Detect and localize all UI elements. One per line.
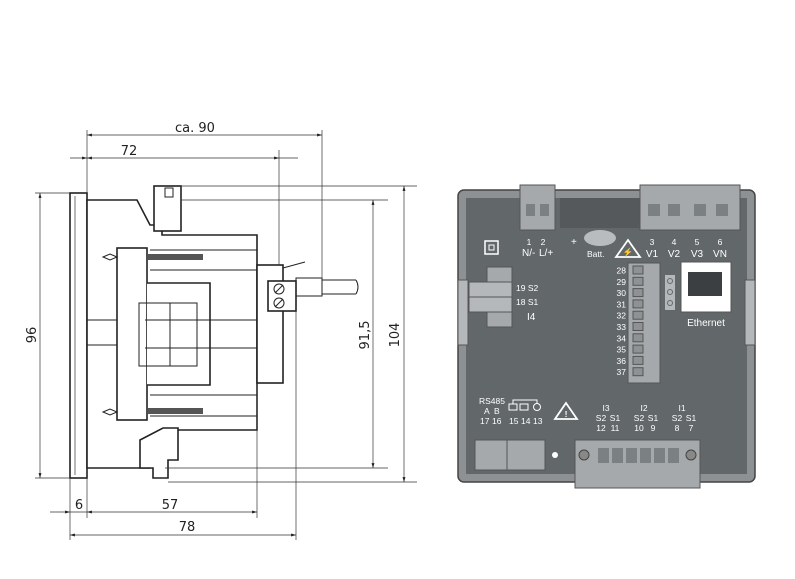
digital-pin-slot bbox=[632, 344, 644, 354]
double-insulation-icon bbox=[484, 240, 499, 255]
terminal-14: 14 bbox=[521, 416, 531, 426]
digital-pin-label: 34 bbox=[617, 333, 627, 343]
terminal-2-num: 2 bbox=[541, 237, 546, 247]
relay-symbol-icon bbox=[508, 399, 541, 411]
dim-height-104: 104 bbox=[388, 323, 403, 348]
mounting-clamp bbox=[116, 247, 148, 421]
digital-pin-label: 33 bbox=[617, 322, 627, 332]
terminal-1-num: 1 bbox=[527, 237, 532, 247]
dim-depth-72: 72 bbox=[121, 144, 138, 159]
digital-pin-slot bbox=[632, 276, 644, 286]
terminal-5-num: 5 bbox=[695, 237, 700, 247]
battery-label: Batt. bbox=[587, 249, 604, 259]
svg-text:⚡: ⚡ bbox=[623, 247, 634, 258]
warning-icon: ⚡ bbox=[614, 238, 642, 258]
digital-pin-label: 28 bbox=[617, 266, 627, 276]
vn-label: VN bbox=[713, 249, 727, 260]
terminal-3-num: 3 bbox=[650, 237, 655, 247]
cable bbox=[322, 279, 359, 295]
s1-label: S1 bbox=[648, 413, 659, 423]
rear-view: 1 2 N/- L/+ + Batt. ⚡ 3 4 5 6 V1 V2 V3 V… bbox=[457, 184, 756, 489]
ethernet-label: Ethernet bbox=[687, 318, 725, 329]
v3-label: V3 bbox=[691, 249, 704, 260]
dim-height-96: 96 bbox=[25, 327, 40, 344]
dim-overall-depth: ca. 90 bbox=[175, 121, 215, 136]
cable-ferrule bbox=[295, 277, 323, 297]
terminal-13: 13 bbox=[533, 416, 543, 426]
dim-height-91-5: 91,5 bbox=[358, 321, 373, 350]
current-input-label: I3 bbox=[602, 403, 609, 413]
i4-label: I4 bbox=[527, 312, 536, 323]
terminal-4-num: 4 bbox=[672, 237, 677, 247]
terminal-num: 7 bbox=[689, 423, 694, 433]
terminal-num: 9 bbox=[651, 423, 656, 433]
supply-terminal bbox=[519, 184, 556, 231]
s1-label: S1 bbox=[610, 413, 621, 423]
s2-label: S2 bbox=[634, 413, 645, 423]
terminal-num: 11 bbox=[611, 423, 620, 433]
screw-bottom bbox=[148, 408, 203, 414]
i4-s2-label: 19 S2 bbox=[516, 283, 538, 293]
bottom-plug bbox=[139, 427, 179, 479]
digital-pin-label: 31 bbox=[617, 299, 627, 309]
rs485-a: A bbox=[484, 406, 490, 416]
top-plug bbox=[153, 185, 182, 232]
digital-pin-slot bbox=[632, 265, 644, 275]
rs485-b: B bbox=[494, 406, 500, 416]
comm-terminal bbox=[474, 439, 546, 471]
terminal-15: 15 bbox=[509, 416, 519, 426]
terminal-6-num: 6 bbox=[718, 237, 723, 247]
digital-pin-label: 29 bbox=[617, 277, 627, 287]
current-input-label: I1 bbox=[678, 403, 685, 413]
dim-body-57: 57 bbox=[162, 498, 179, 513]
battery bbox=[584, 230, 616, 246]
terminal-num: 12 bbox=[596, 423, 606, 433]
battery-plus: + bbox=[571, 237, 577, 248]
digital-pin-label: 32 bbox=[617, 311, 627, 321]
terminal-16: 16 bbox=[492, 416, 502, 426]
digital-pin-slot bbox=[632, 310, 644, 320]
terminal-l-label: L/+ bbox=[539, 248, 553, 259]
svg-text:!: ! bbox=[565, 409, 568, 419]
digital-pin-slot bbox=[632, 355, 644, 365]
terminal-17: 17 bbox=[480, 416, 490, 426]
terminal-n-label: N/- bbox=[522, 248, 535, 259]
s1-label: S1 bbox=[686, 413, 697, 423]
current-input-label: I2 bbox=[640, 403, 647, 413]
status-leds bbox=[665, 275, 675, 310]
s2-label: S2 bbox=[672, 413, 683, 423]
s2-label: S2 bbox=[596, 413, 607, 423]
digital-pin-slot bbox=[632, 322, 644, 331]
i4-s1-label: 18 S1 bbox=[516, 297, 538, 307]
screw-top bbox=[148, 254, 203, 260]
dim-front-6: 6 bbox=[75, 498, 83, 513]
digital-pin-label: 35 bbox=[617, 345, 627, 355]
digital-pin-slot bbox=[632, 333, 644, 343]
front-bezel bbox=[69, 192, 88, 479]
digital-pin-slot bbox=[632, 299, 644, 309]
digital-pin-label: 36 bbox=[617, 356, 627, 366]
v2-label: V2 bbox=[668, 249, 681, 260]
terminal-num: 10 bbox=[634, 423, 644, 433]
rs485-label: RS485 bbox=[479, 396, 505, 406]
v1-label: V1 bbox=[646, 249, 659, 260]
digital-pin-label: 37 bbox=[617, 367, 627, 377]
dim-depth-78: 78 bbox=[179, 520, 196, 535]
digital-pin-label: 30 bbox=[617, 288, 627, 298]
digital-pin-slot bbox=[632, 367, 644, 377]
side-view: ca. 90 72 96 91,5 104 6 57 78 bbox=[25, 121, 417, 540]
current-terminal bbox=[574, 439, 701, 489]
digital-pin-slot bbox=[632, 288, 644, 298]
terminal-num: 8 bbox=[675, 423, 680, 433]
warning-triangle-icon bbox=[553, 401, 579, 420]
